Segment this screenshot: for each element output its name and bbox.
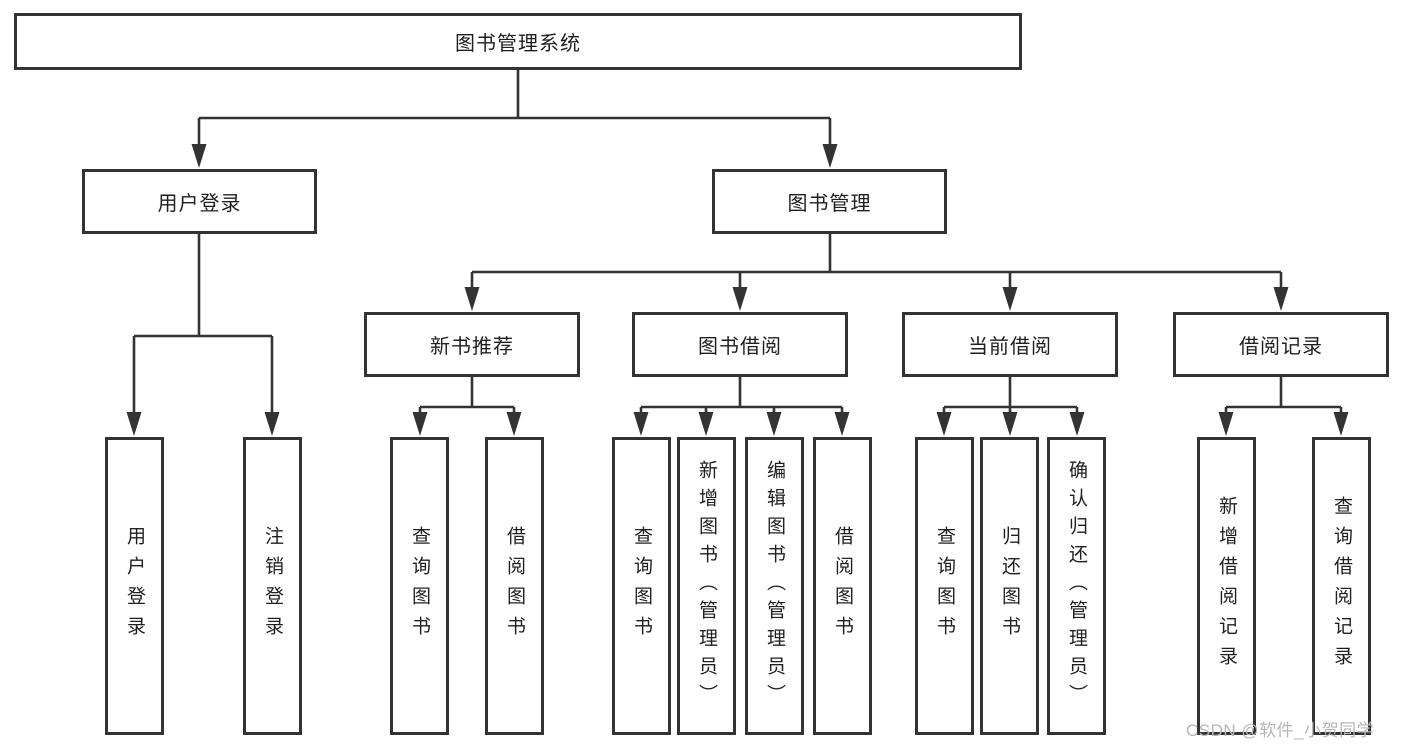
node-label: 查询借阅记录 — [1331, 496, 1352, 676]
leaf-borrow-books-recommend: 借阅图书 — [485, 437, 544, 735]
node-label: 查询图书 — [631, 526, 652, 646]
leaf-user-login: 用户登录 — [105, 437, 164, 735]
node-label: 图书管理系统 — [455, 33, 581, 55]
node-user-login: 用户登录 — [82, 169, 317, 234]
node-label: 图书借阅 — [698, 336, 782, 358]
leaf-add-borrow-record: 新增借阅记录 — [1197, 437, 1256, 735]
node-label: 借阅图书 — [832, 526, 853, 646]
node-label: 新增图书（管理员） — [696, 460, 717, 712]
node-label: 确认归还（管理员） — [1066, 460, 1087, 712]
node-label: 注销登录 — [262, 526, 283, 646]
node-label: 借阅图书 — [504, 526, 525, 646]
node-label: 查询图书 — [409, 526, 430, 646]
node-label: 归还图书 — [999, 526, 1020, 646]
leaf-query-borrow-record: 查询借阅记录 — [1312, 437, 1371, 735]
leaf-query-books-borrow: 查询图书 — [612, 437, 671, 735]
node-borrow-records: 借阅记录 — [1173, 312, 1389, 377]
leaf-add-book-admin: 新增图书（管理员） — [677, 437, 736, 735]
node-label: 编辑图书（管理员） — [764, 460, 785, 712]
leaf-confirm-return-admin: 确认归还（管理员） — [1047, 437, 1106, 735]
node-label: 查询图书 — [934, 526, 955, 646]
node-current-borrow: 当前借阅 — [902, 312, 1118, 377]
leaf-borrow-books: 借阅图书 — [813, 437, 872, 735]
node-book-borrow: 图书借阅 — [632, 312, 848, 377]
node-new-book-recommend: 新书推荐 — [364, 312, 580, 377]
node-root-system: 图书管理系统 — [14, 13, 1022, 70]
node-label: 新增借阅记录 — [1216, 496, 1237, 676]
leaf-query-books-current: 查询图书 — [915, 437, 974, 735]
csdn-watermark: CSDN @软件_小贺同学 — [1186, 721, 1375, 740]
arrow-heads — [126, 144, 1349, 436]
tree-edges — [132, 69, 1343, 415]
node-label: 图书管理 — [787, 193, 872, 215]
leaf-logout: 注销登录 — [243, 437, 302, 735]
node-label: 新书推荐 — [430, 336, 514, 358]
node-book-management: 图书管理 — [712, 169, 947, 234]
leaf-query-books-recommend: 查询图书 — [390, 437, 449, 735]
node-label: 用户登录 — [157, 193, 242, 215]
node-label: 当前借阅 — [968, 336, 1052, 358]
node-label: 用户登录 — [124, 526, 145, 646]
node-label: 借阅记录 — [1239, 336, 1323, 358]
leaf-return-book: 归还图书 — [980, 437, 1039, 735]
leaf-edit-book-admin: 编辑图书（管理员） — [745, 437, 804, 735]
